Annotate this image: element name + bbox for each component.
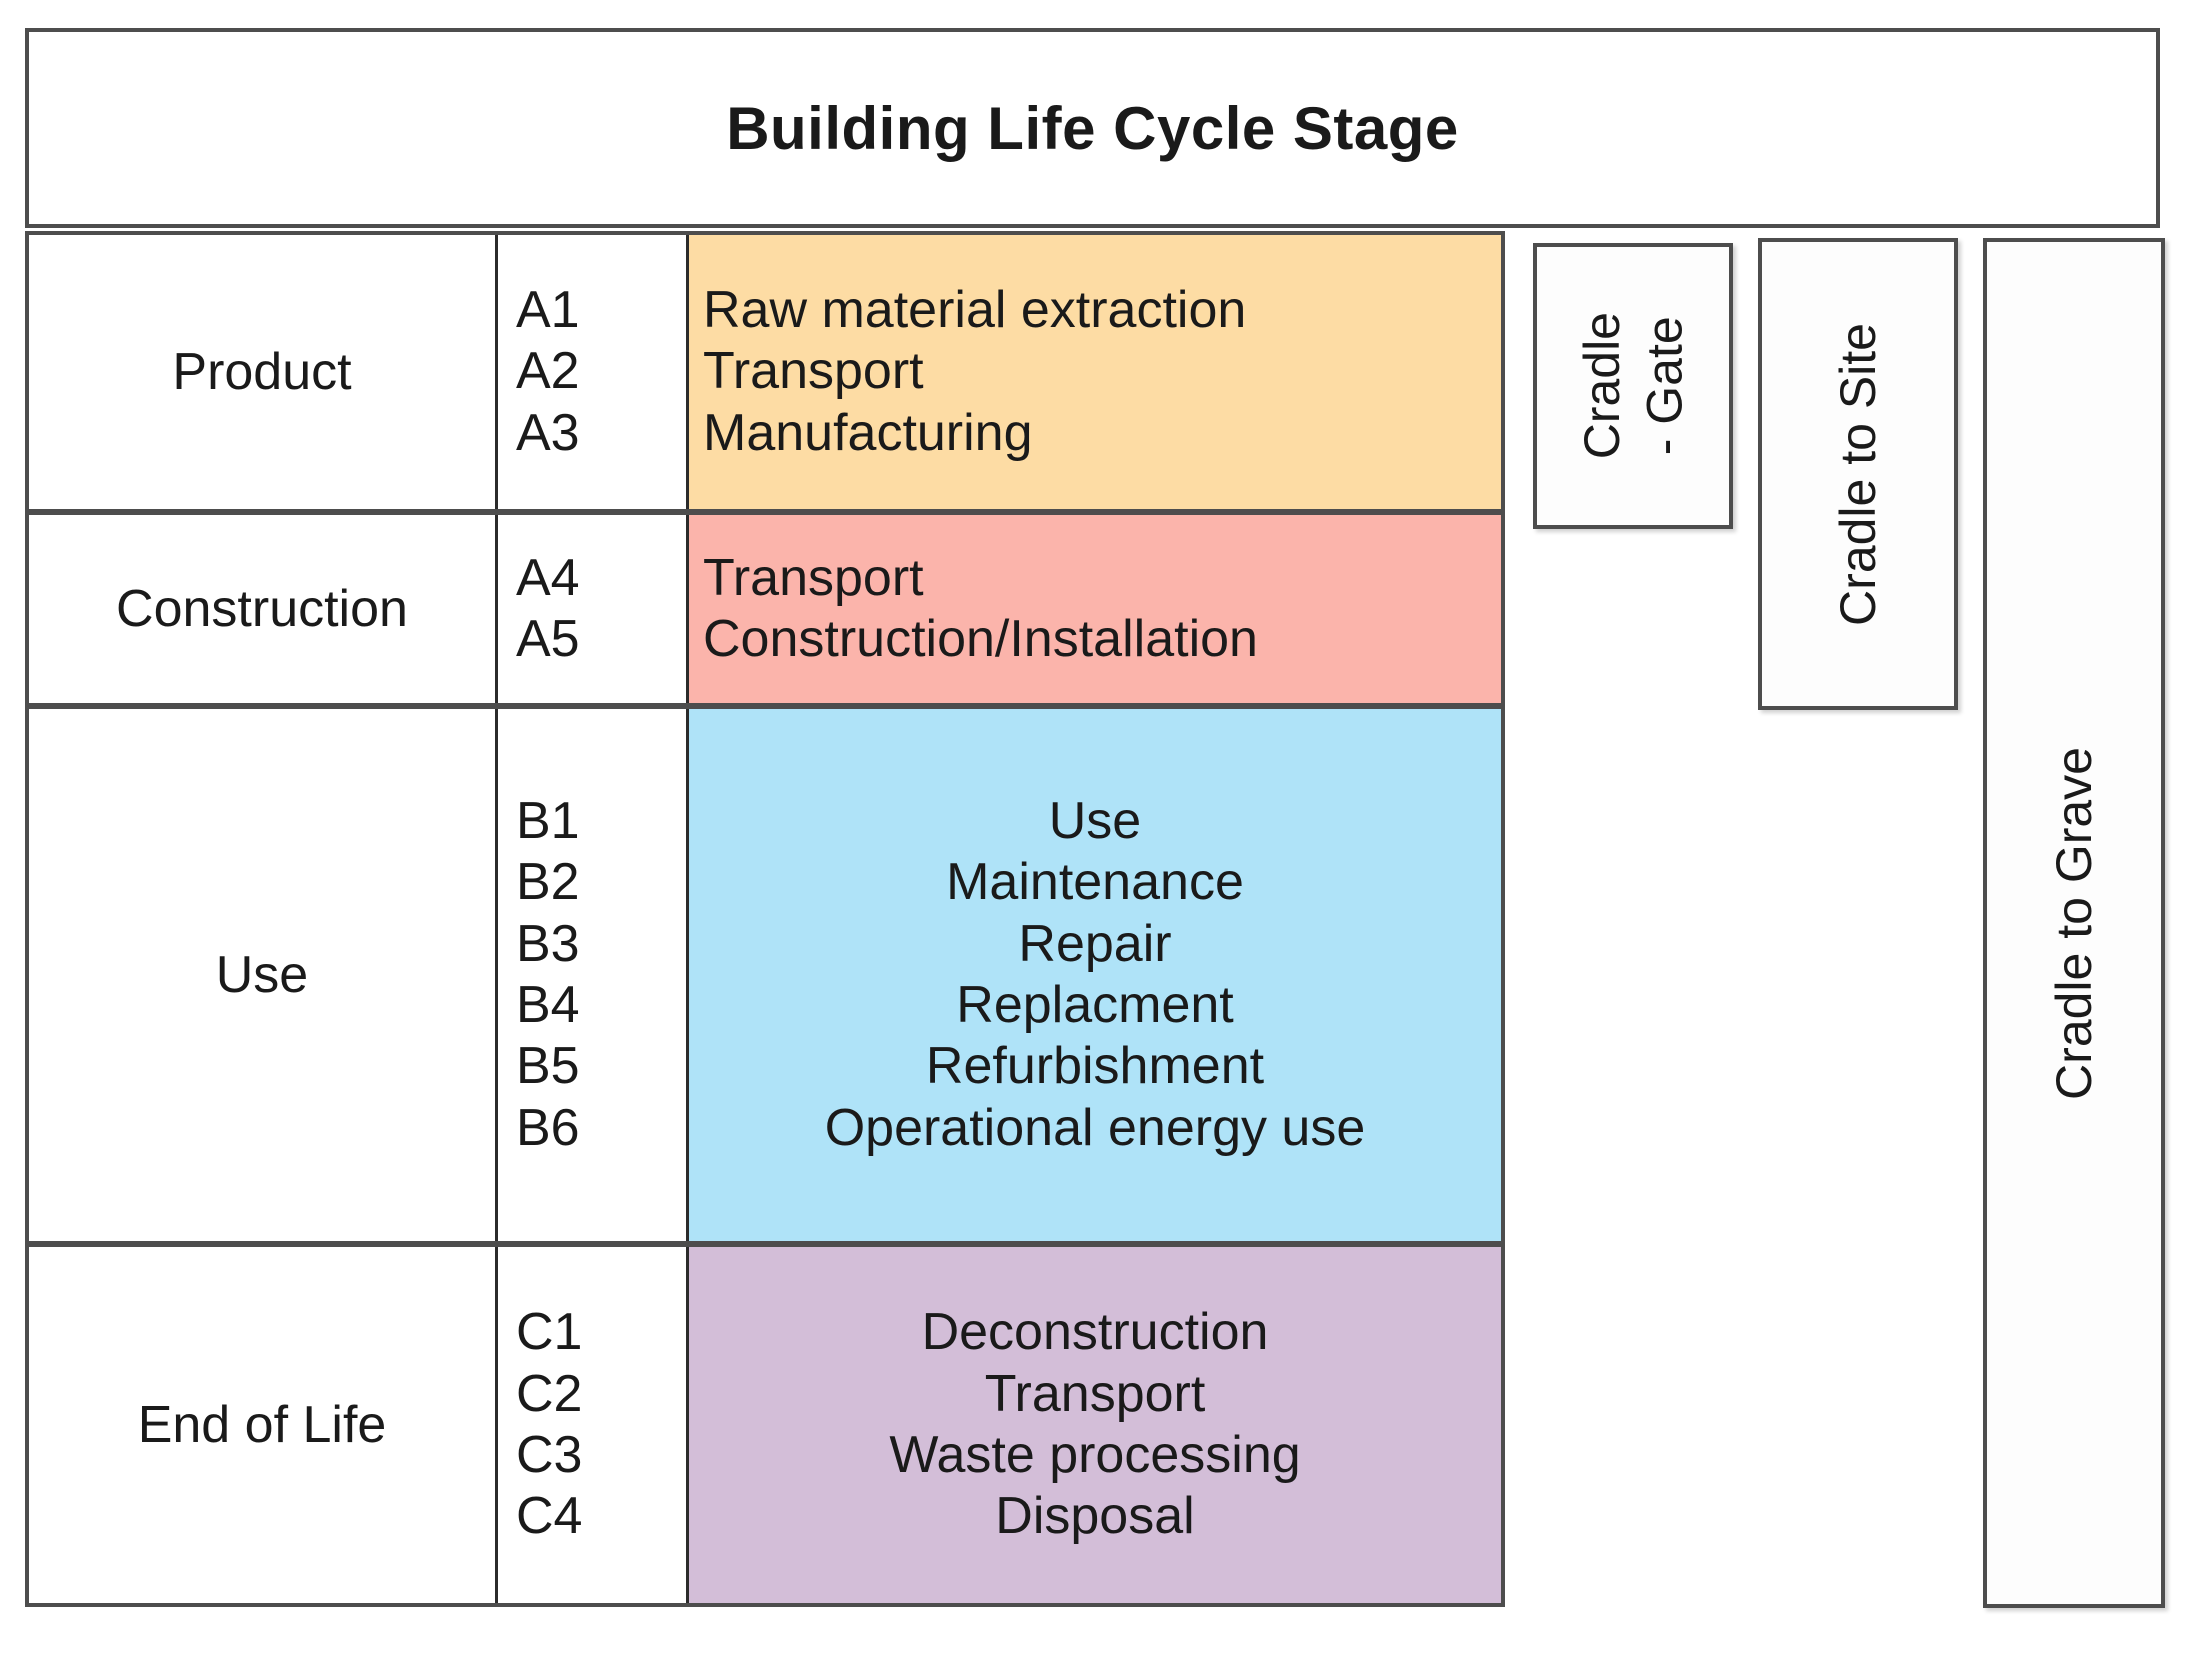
module-c3: Waste processing: [889, 1426, 1301, 1484]
module-c4: Disposal: [995, 1487, 1195, 1546]
table-row-construction: Construction A4 A5 Transport Constructio…: [25, 511, 1505, 707]
module-a4: Transport: [703, 548, 924, 607]
module-a5: Construction/Installation: [703, 610, 1258, 668]
code-c4: C4: [516, 1487, 583, 1546]
module-b3: Repair: [1018, 914, 1172, 973]
module-column-use: Use Maintenance Repair Replacment Refurb…: [689, 709, 1501, 1241]
code-a2: A2: [516, 342, 580, 401]
table-row-end-of-life: End of Life C1 C2 C3 C4 Deconstruction T…: [25, 1243, 1505, 1607]
stage-label-construction: Construction: [116, 580, 408, 638]
module-b2: Maintenance: [946, 853, 1244, 912]
scope-label-cradle-to-site: Cradle to Site: [1829, 322, 1886, 626]
scope-box-cradle-gate: Cradle - Gate: [1533, 243, 1733, 529]
stage-label-end-of-life: End of Life: [137, 1396, 387, 1454]
code-b5: B5: [516, 1037, 580, 1096]
module-a2: Transport: [703, 342, 924, 401]
module-b1: Use: [1048, 791, 1142, 850]
stage-label-product: Product: [172, 343, 352, 401]
code-a1: A1: [516, 280, 580, 339]
table-row-use: Use B1 B2 B3 B4 B5 B6 Use Maintenance Re…: [25, 705, 1505, 1245]
code-column-use: B1 B2 B3 B4 B5 B6: [495, 709, 689, 1241]
code-b3: B3: [516, 914, 580, 973]
code-column-product: A1 A2 A3: [495, 235, 689, 509]
module-c1: Deconstruction: [921, 1303, 1269, 1362]
code-a3: A3: [516, 403, 580, 462]
module-c2: Transport: [984, 1364, 1206, 1423]
module-column-end-of-life: Deconstruction Transport Waste processin…: [689, 1247, 1501, 1603]
module-a1: Raw material extraction: [703, 280, 1247, 339]
diagram-title-bar: Building Life Cycle Stage: [25, 28, 2160, 228]
code-c1: C1: [516, 1303, 583, 1362]
module-b5: Refurbishment: [925, 1037, 1265, 1096]
scope-label-cradle-to-grave: Cradle to Grave: [2045, 746, 2102, 1100]
module-b6: Operational energy use: [824, 1098, 1366, 1157]
scope-box-cradle-to-site: Cradle to Site: [1758, 238, 1958, 710]
module-column-product: Raw material extraction Transport Manufa…: [689, 235, 1501, 509]
code-b6: B6: [516, 1098, 580, 1157]
stage-label-use: Use: [215, 946, 309, 1004]
code-b4: B4: [516, 976, 580, 1034]
code-a5: A5: [516, 610, 580, 668]
scope-box-cradle-to-grave: Cradle to Grave: [1983, 238, 2165, 1608]
code-b2: B2: [516, 853, 580, 912]
module-a3: Manufacturing: [703, 403, 1033, 462]
code-a4: A4: [516, 548, 580, 607]
code-column-construction: A4 A5: [495, 515, 689, 703]
code-c3: C3: [516, 1426, 583, 1484]
page-title: Building Life Cycle Stage: [726, 94, 1459, 162]
code-column-end-of-life: C1 C2 C3 C4: [495, 1247, 689, 1603]
module-b4: Replacment: [956, 976, 1234, 1034]
table-row-product: Product A1 A2 A3 Raw material extraction…: [25, 231, 1505, 513]
module-column-construction: Transport Construction/Installation: [689, 515, 1501, 703]
code-b1: B1: [516, 791, 580, 850]
scope-label-cradle-gate: Cradle - Gate: [1573, 312, 1693, 460]
code-c2: C2: [516, 1364, 583, 1423]
